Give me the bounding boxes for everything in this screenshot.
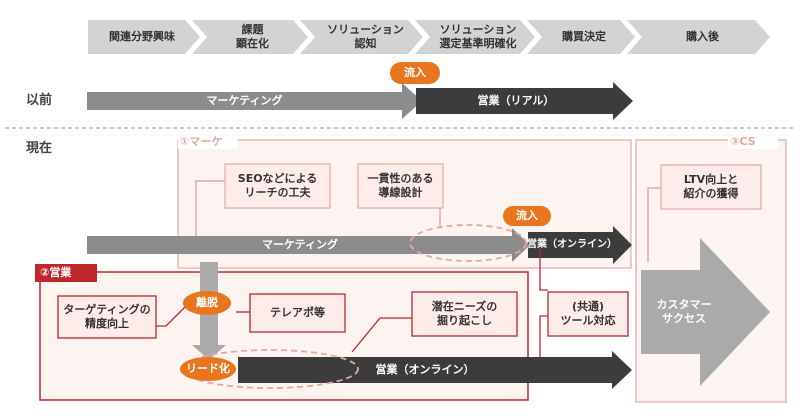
now-sales-arrow (238, 351, 632, 389)
shared-connector-2 (539, 315, 548, 362)
cs-section-label: ③CS (730, 135, 756, 149)
stage-label-4: ソリューション 選定基準明確化 (439, 23, 517, 50)
now-marketing-label: マーケティング (261, 238, 339, 252)
stage-chevron-6 (627, 20, 770, 54)
sales-box-1 (57, 295, 157, 339)
now-marketing-sales-label: 営業（オンライン） (527, 238, 617, 250)
marketing-connector-1 (195, 180, 225, 238)
inflow-dashed-ellipse (409, 224, 527, 262)
sales-box-3 (411, 291, 518, 337)
marketing-section-tab (178, 134, 238, 149)
stage-chevron-3 (300, 20, 423, 54)
lead-label: リード化 (186, 362, 230, 376)
sales-box-2 (249, 293, 346, 333)
before-marketing-label: マーケティング (206, 94, 283, 108)
cs-box (660, 164, 762, 210)
row-label-now: 現在 (26, 140, 53, 156)
now-marketing-sales-arrow (528, 226, 632, 264)
shared-box-label: (共通) ツール対応 (560, 300, 616, 327)
sales-box-3-label: 潜在ニーズの 掘り起こし (431, 300, 498, 327)
cs-box-label: LTV向上と 紹介の獲得 (683, 173, 739, 200)
cs-connector (647, 187, 661, 262)
stage-chevron-1 (88, 20, 200, 54)
cs-section-tab (728, 134, 778, 149)
row-label-before: 以前 (26, 92, 53, 108)
marketing-inflow-tag (503, 206, 551, 226)
marketing-section-label: ①マーケ (180, 135, 223, 149)
sales-section-tab (35, 264, 97, 282)
marketing-box-1-label: SEOなどによる リーチの工夫 (237, 172, 318, 199)
sales-box-1-label: ターゲティングの 精度向上 (63, 303, 151, 330)
lead-tag (180, 357, 236, 381)
marketing-box-1 (224, 163, 331, 209)
stage-chevron-4 (415, 20, 535, 54)
stage-chevron-2 (192, 20, 308, 54)
drop-tag (183, 291, 231, 315)
marketing-box-2 (357, 163, 444, 209)
stage-chevron-5 (527, 20, 635, 54)
before-inflow-tag (390, 62, 440, 84)
shared-box (547, 291, 629, 337)
stage-label-3: ソリューション 認知 (327, 23, 404, 50)
cs-arrow (641, 238, 770, 386)
marketing-box-2-label: 一貫性のある 導線設計 (367, 172, 434, 199)
now-sales-label: 営業（オンライン） (375, 363, 475, 377)
stage-label-6: 購入後 (686, 30, 719, 44)
before-inflow-label: 流入 (404, 66, 426, 80)
cs-arrow-label: カスタマー サクセス (656, 298, 712, 325)
before-marketing-arrow (87, 83, 422, 119)
sales-section-label: ②営業 (40, 266, 72, 280)
stage-label-2: 課題 顕在化 (236, 23, 269, 50)
before-sales-arrow (416, 82, 633, 120)
stage-label-5: 購買決定 (562, 30, 606, 44)
sales-connector-3 (351, 317, 412, 353)
sales-box-2-label: テレアポ等 (270, 306, 325, 320)
marketing-inflow-label: 流入 (516, 209, 538, 223)
stage-label-1: 関連分野興味 (109, 30, 175, 44)
shared-connector (539, 248, 548, 291)
before-sales-label: 営業（リアル） (477, 94, 555, 108)
drop-label: 離脱 (196, 296, 218, 310)
